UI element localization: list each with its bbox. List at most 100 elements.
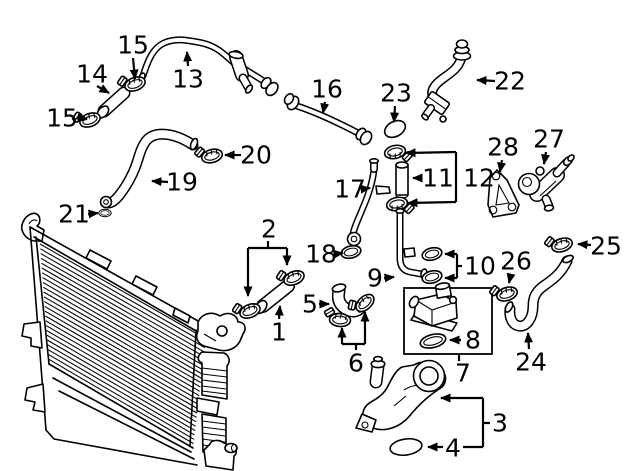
callout-leader-line — [96, 84, 110, 94]
callout-number[interactable]: 19 — [166, 168, 198, 197]
callout-number[interactable]: 2 — [261, 215, 277, 244]
callout-number[interactable]: 15 — [117, 31, 149, 60]
radiator-core-fins — [39, 243, 207, 449]
callout-leader-line — [497, 159, 507, 173]
callout-8-22[interactable]: 8 — [449, 326, 481, 355]
callout-7-23[interactable]: 7 — [455, 354, 471, 388]
callout-leader-line — [577, 240, 592, 250]
callout-11-13[interactable]: 11 — [412, 164, 454, 193]
callout-leader-line — [320, 101, 330, 114]
callout-25-28[interactable]: 25 — [577, 232, 622, 261]
callout-number[interactable]: 9 — [367, 264, 383, 293]
callout-leader-line — [129, 57, 139, 80]
callout-24-26[interactable]: 24 — [515, 332, 547, 377]
callout-number[interactable]: 27 — [533, 125, 565, 154]
callout-leader-line — [506, 272, 516, 284]
callout-leader-line — [407, 198, 457, 208]
callout-leader-line — [541, 151, 551, 165]
bracket-28-drawing — [487, 169, 520, 218]
callout-number[interactable]: 6 — [348, 349, 364, 378]
pipe-9-drawing — [395, 208, 428, 280]
callout-23-5[interactable]: 23 — [380, 79, 412, 123]
callout-number[interactable]: 3 — [492, 409, 508, 438]
callout-17-12[interactable]: 17 — [334, 175, 371, 204]
callout-20-7[interactable]: 20 — [224, 141, 272, 170]
callout-number[interactable]: 12 — [463, 164, 495, 193]
callout-15-0[interactable]: 15 — [117, 31, 149, 80]
callout-number[interactable]: 10 — [464, 252, 496, 281]
o-ring-21 — [98, 208, 112, 218]
callout-leader-line — [360, 184, 371, 194]
callout-number[interactable]: 23 — [380, 79, 412, 108]
callout-9-16[interactable]: 9 — [367, 264, 395, 293]
thermostat-housing-3-drawing — [355, 355, 447, 433]
callout-leader-line — [405, 148, 457, 158]
callout-number[interactable]: 13 — [172, 65, 204, 94]
callout-27-11[interactable]: 27 — [533, 125, 565, 165]
o-ring-18 — [339, 242, 363, 262]
hose-19-drawing — [99, 128, 199, 209]
callout-leader-line — [87, 209, 99, 219]
callout-4-25[interactable]: 4 — [427, 434, 461, 463]
callout-leader-line — [151, 177, 169, 187]
callout-14-1[interactable]: 14 — [76, 60, 110, 94]
o-ring-10-upper — [420, 244, 444, 264]
pipe-13-drawing — [138, 36, 279, 97]
hose-24-drawing — [504, 254, 574, 332]
callout-number[interactable]: 26 — [500, 247, 532, 276]
callout-number[interactable]: 4 — [445, 434, 461, 463]
callout-leader-line — [274, 305, 284, 320]
pipe-16-drawing — [283, 92, 373, 146]
callout-number[interactable]: 1 — [271, 318, 287, 347]
callout-19-8[interactable]: 19 — [151, 168, 198, 197]
callout-28-10[interactable]: 28 — [487, 133, 519, 173]
callout-leader-line — [183, 51, 193, 67]
callout-number[interactable]: 5 — [302, 290, 318, 319]
seal-4 — [389, 437, 423, 457]
callout-16-4[interactable]: 16 — [311, 75, 343, 114]
callout-26-27[interactable]: 26 — [500, 247, 532, 284]
tube-11-drawing — [395, 161, 409, 199]
callout-number[interactable]: 20 — [240, 141, 272, 170]
tube-17-drawing — [346, 158, 391, 247]
callout-number[interactable]: 18 — [305, 240, 337, 269]
connection-7-drawing — [408, 282, 458, 332]
callout-number[interactable]: 17 — [334, 175, 366, 204]
valve-27-drawing — [517, 154, 575, 212]
callout-number[interactable]: 24 — [515, 348, 547, 377]
callout-number[interactable]: 22 — [494, 67, 526, 96]
callout-5-20[interactable]: 5 — [302, 290, 330, 319]
callout-1-19[interactable]: 1 — [271, 305, 287, 347]
o-ring-8 — [419, 333, 447, 349]
callout-number[interactable]: 7 — [455, 359, 471, 388]
callout-leader-line — [476, 76, 496, 86]
callout-6-21[interactable]: 6 — [337, 311, 370, 378]
callout-2-18[interactable]: 2 — [243, 215, 292, 297]
callout-10-17[interactable]: 10 — [444, 249, 496, 283]
callout-number[interactable]: 8 — [465, 326, 481, 355]
callout-18-15[interactable]: 18 — [305, 240, 344, 269]
callout-21-9[interactable]: 21 — [58, 200, 99, 229]
callout-13-2[interactable]: 13 — [172, 51, 204, 94]
hose-14-drawing — [96, 86, 131, 119]
callout-number[interactable]: 21 — [58, 200, 90, 229]
callout-number[interactable]: 25 — [590, 232, 622, 261]
callout-15-3[interactable]: 15 — [46, 104, 88, 133]
callout-leader-line — [333, 249, 344, 259]
callout-leader-line — [390, 105, 400, 123]
callout-leader-line — [524, 332, 534, 350]
clamp-25 — [541, 229, 575, 258]
callout-12-14[interactable]: 12 — [405, 148, 495, 208]
callout-number[interactable]: 28 — [487, 133, 519, 162]
radiator-drawing — [20, 212, 246, 471]
callout-number[interactable]: 11 — [422, 164, 454, 193]
callout-number[interactable]: 15 — [46, 104, 78, 133]
callout-22-6[interactable]: 22 — [476, 67, 526, 96]
callout-leader-line — [383, 273, 395, 283]
callout-number[interactable]: 14 — [76, 60, 108, 89]
pipe-22-drawing — [421, 39, 472, 123]
callout-number[interactable]: 16 — [311, 75, 343, 104]
callout-3-24[interactable]: 3 — [440, 393, 508, 449]
